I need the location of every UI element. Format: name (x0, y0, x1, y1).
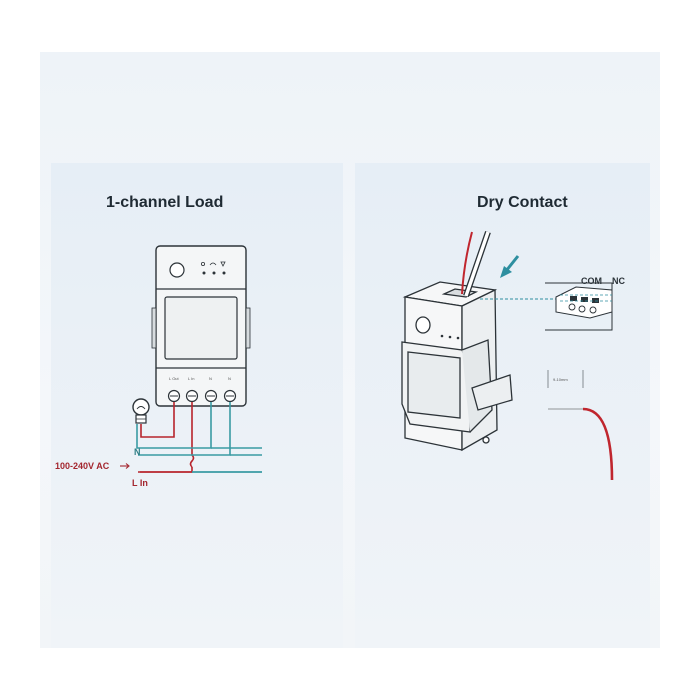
status-indicator-icons (200, 261, 226, 275)
right-panel-title: Dry Contact (477, 194, 568, 211)
neutral-label: N (134, 447, 141, 457)
nc-label: NC (612, 276, 625, 286)
terminal-screws (167, 389, 237, 403)
terminal-label-l-in: L In (188, 376, 195, 381)
terminal-closeup (545, 282, 613, 331)
insert-arrow-icon (500, 255, 520, 278)
stripped-wire (548, 407, 614, 481)
screwdriver (463, 231, 491, 297)
lightbulb-icon (132, 398, 150, 424)
terminal-label-n1: N (209, 376, 212, 381)
line-in-label: L In (132, 478, 148, 488)
terminal-label-l-out: L Out (169, 376, 180, 381)
relay-device-front: L Out L In N N (151, 245, 251, 407)
voltage-label: 100-240V AC (55, 461, 110, 471)
strip-length-label: 9-10mm (553, 377, 568, 382)
signal-wire-top (461, 231, 473, 295)
left-panel-title: 1-channel Load (106, 194, 224, 211)
com-label: COM (581, 276, 602, 286)
relay-device-perspective (401, 281, 513, 452)
terminal-label-n2: N (228, 376, 231, 381)
strip-length-marker (547, 370, 584, 388)
